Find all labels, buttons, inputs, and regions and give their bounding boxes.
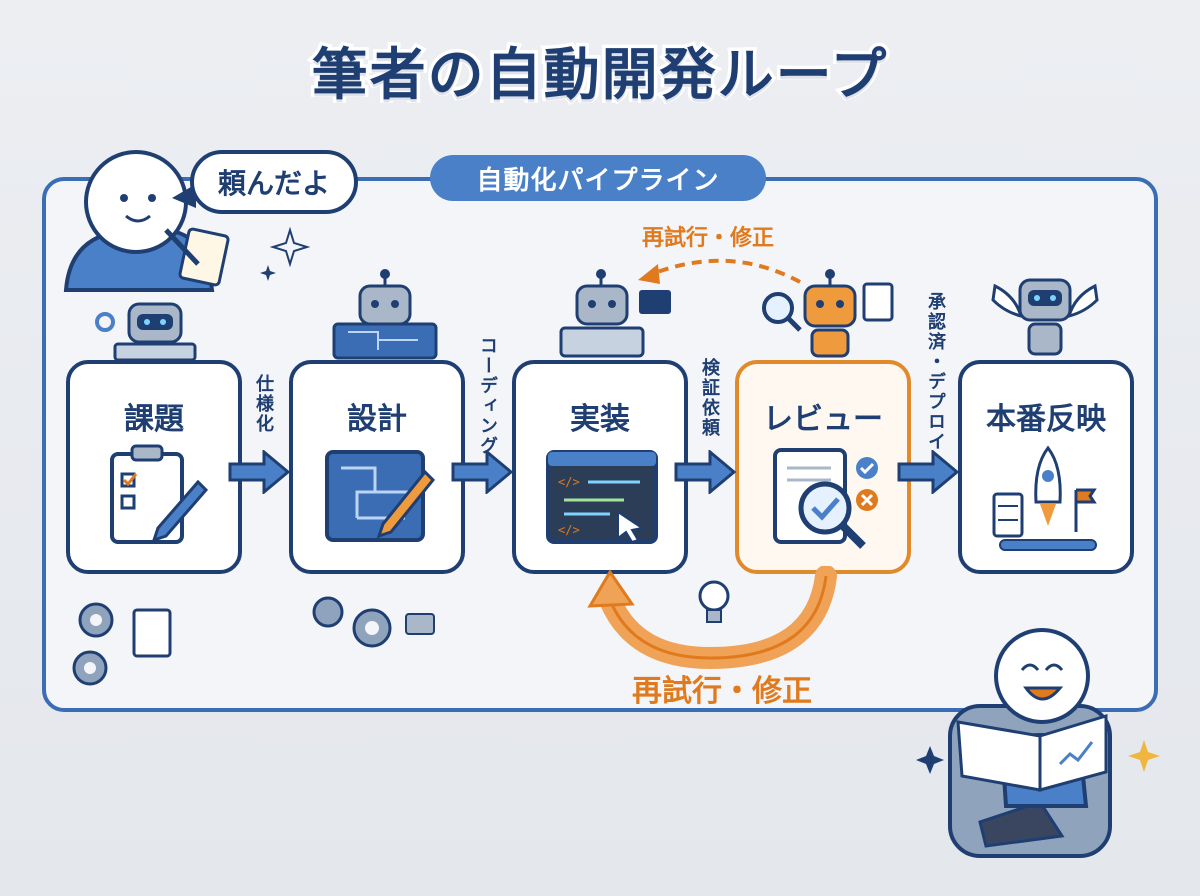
arrow-right-icon — [228, 450, 290, 494]
requester-illustration — [63, 150, 230, 292]
stage-label: 設計 — [347, 402, 407, 437]
stage-card-review: レビュー — [735, 360, 911, 574]
stage-card-implementation: 実装 </> </> — [512, 360, 688, 574]
retry-label-bottom: 再試行・修正 — [632, 674, 812, 709]
gears-icon — [312, 596, 435, 648]
svg-text:</>: </> — [558, 523, 580, 537]
arrow-right-icon — [674, 450, 736, 494]
stage-card-design: 設計 — [289, 360, 465, 574]
lightbulb-icon — [698, 580, 730, 623]
rocket-launch-icon — [992, 445, 1097, 551]
gears-icon — [72, 602, 172, 686]
robot-icon — [95, 302, 197, 362]
speech-bubble: 頼んだよ — [190, 150, 358, 214]
blueprint-icon — [325, 450, 436, 542]
stage-label: 本番反映 — [986, 402, 1106, 437]
transition-label: 仕様化 — [253, 374, 274, 434]
retry-arrow-bottom — [587, 566, 837, 670]
stage-label: 課題 — [124, 402, 184, 437]
arrow-right-icon — [451, 450, 513, 494]
transition-label: 検証依頼 — [699, 358, 720, 438]
svg-text:</>: </> — [558, 475, 580, 489]
retry-label-top: 再試行・修正 — [642, 226, 775, 251]
stage-card-production: 本番反映 — [958, 360, 1134, 574]
transition-label: コーディング — [477, 336, 498, 456]
page-title: 筆者の自動開発ループ — [308, 40, 890, 112]
arrow-right-icon — [897, 450, 959, 494]
pipeline-label: 自動化パイプライン — [430, 155, 766, 201]
winged-robot-icon — [991, 278, 1099, 356]
robot-icon — [332, 269, 438, 360]
code-editor-icon: </> </> — [546, 450, 658, 544]
reviewer-robot-icon — [762, 269, 894, 358]
clipboard-icon — [110, 444, 209, 544]
retry-arrow-top — [638, 258, 801, 284]
robot-icon — [559, 269, 671, 358]
stage-label: 実装 — [570, 402, 630, 437]
stage-label: レビュー — [763, 402, 883, 437]
stage-card-task: 課題 — [66, 360, 242, 574]
document-search-icon — [773, 448, 878, 549]
sparkle-icon — [260, 226, 310, 281]
transition-label: 承認済・デプロイ — [925, 292, 946, 452]
happy-reader-illustration — [916, 628, 1160, 858]
